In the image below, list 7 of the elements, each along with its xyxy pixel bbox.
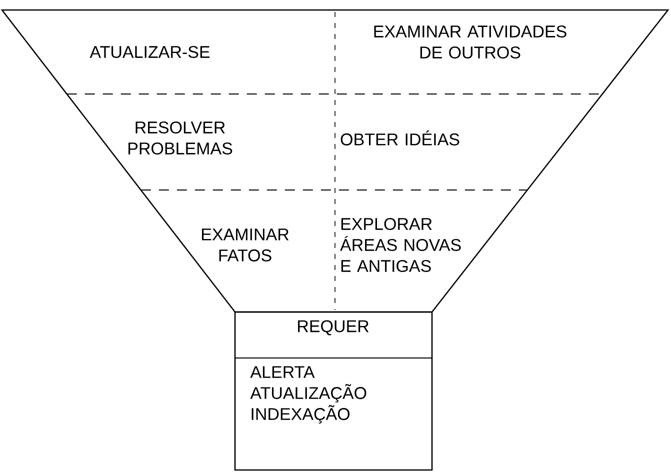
cell-text: RESOLVER PROBLEMAS bbox=[128, 121, 232, 155]
cell-text: ATUALIZAR-SE bbox=[90, 46, 210, 58]
cell-text: EXAMINAR FATOS bbox=[202, 228, 289, 262]
cell-text: OBTER IDÉIAS bbox=[340, 130, 460, 146]
cell-text: EXAMINAR ATIVIDADES DE OUTROS bbox=[374, 25, 566, 59]
cell-text: EXPLORAR ÁREAS NOVAS E ANTIGAS bbox=[340, 218, 461, 272]
requirement-box: REQUER ALERTA ATUALIZAÇÃO INDEXAÇÃO bbox=[234, 311, 433, 471]
